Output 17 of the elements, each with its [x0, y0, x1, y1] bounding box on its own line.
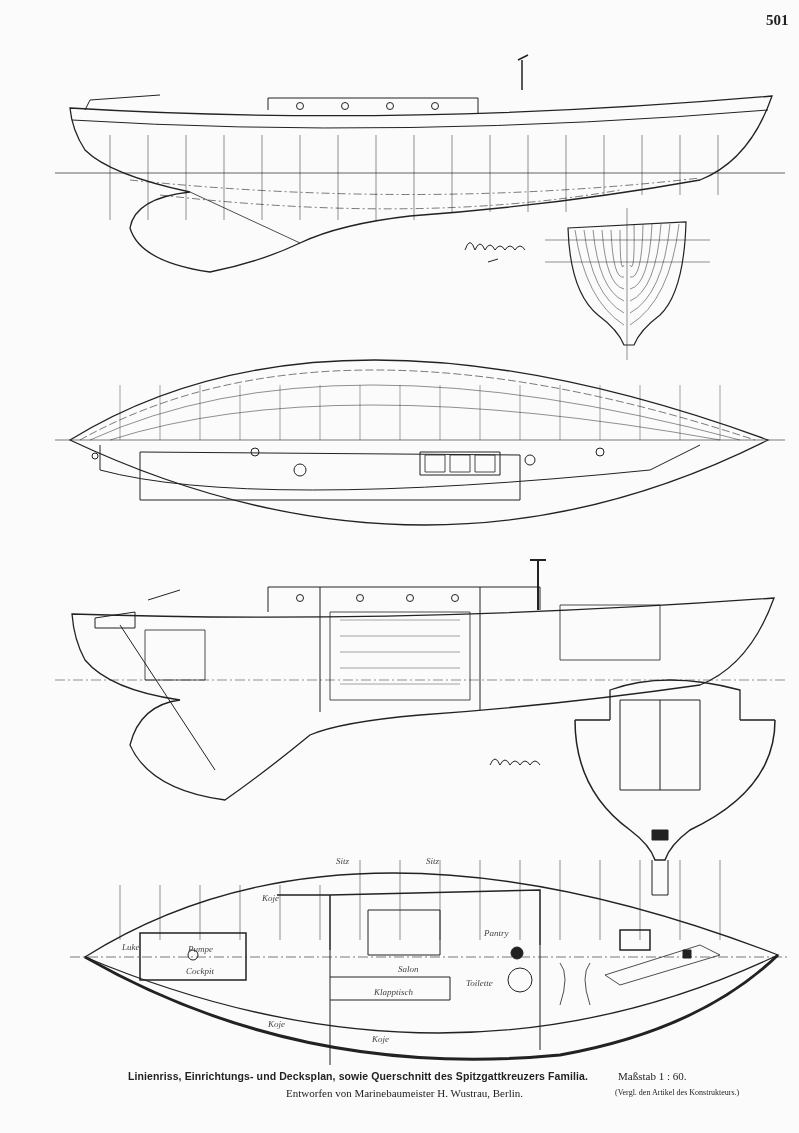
room-label: Sitz: [426, 856, 439, 866]
room-label: Cockpit: [186, 966, 214, 976]
page-number: 501: [766, 12, 789, 29]
designer-credit: Entworfen von Marinebaumeister H. Wustrau, Berlin.: [286, 1087, 523, 1099]
room-label: Pantry: [484, 928, 509, 938]
room-label: Luke: [122, 942, 140, 952]
caption: Linienriss, Einrichtungs- und Decksplan, sowie Querschnitt des Spitzgattkreuzers Familia.: [128, 1070, 588, 1082]
reference-note: (Vergl. den Artikel des Konstrukteurs.): [615, 1088, 740, 1097]
scale-note: Maßstab 1 : 60.: [618, 1070, 687, 1082]
room-label: Koje: [268, 1019, 285, 1029]
room-label: Koje: [372, 1034, 389, 1044]
room-label: Salon: [398, 964, 419, 974]
room-label: Toilette: [466, 978, 493, 988]
room-label: Pumpe: [188, 944, 213, 954]
room-label: Koje: [262, 893, 279, 903]
room-label: Sitz: [336, 856, 349, 866]
room-label: Klapptisch: [374, 987, 413, 997]
